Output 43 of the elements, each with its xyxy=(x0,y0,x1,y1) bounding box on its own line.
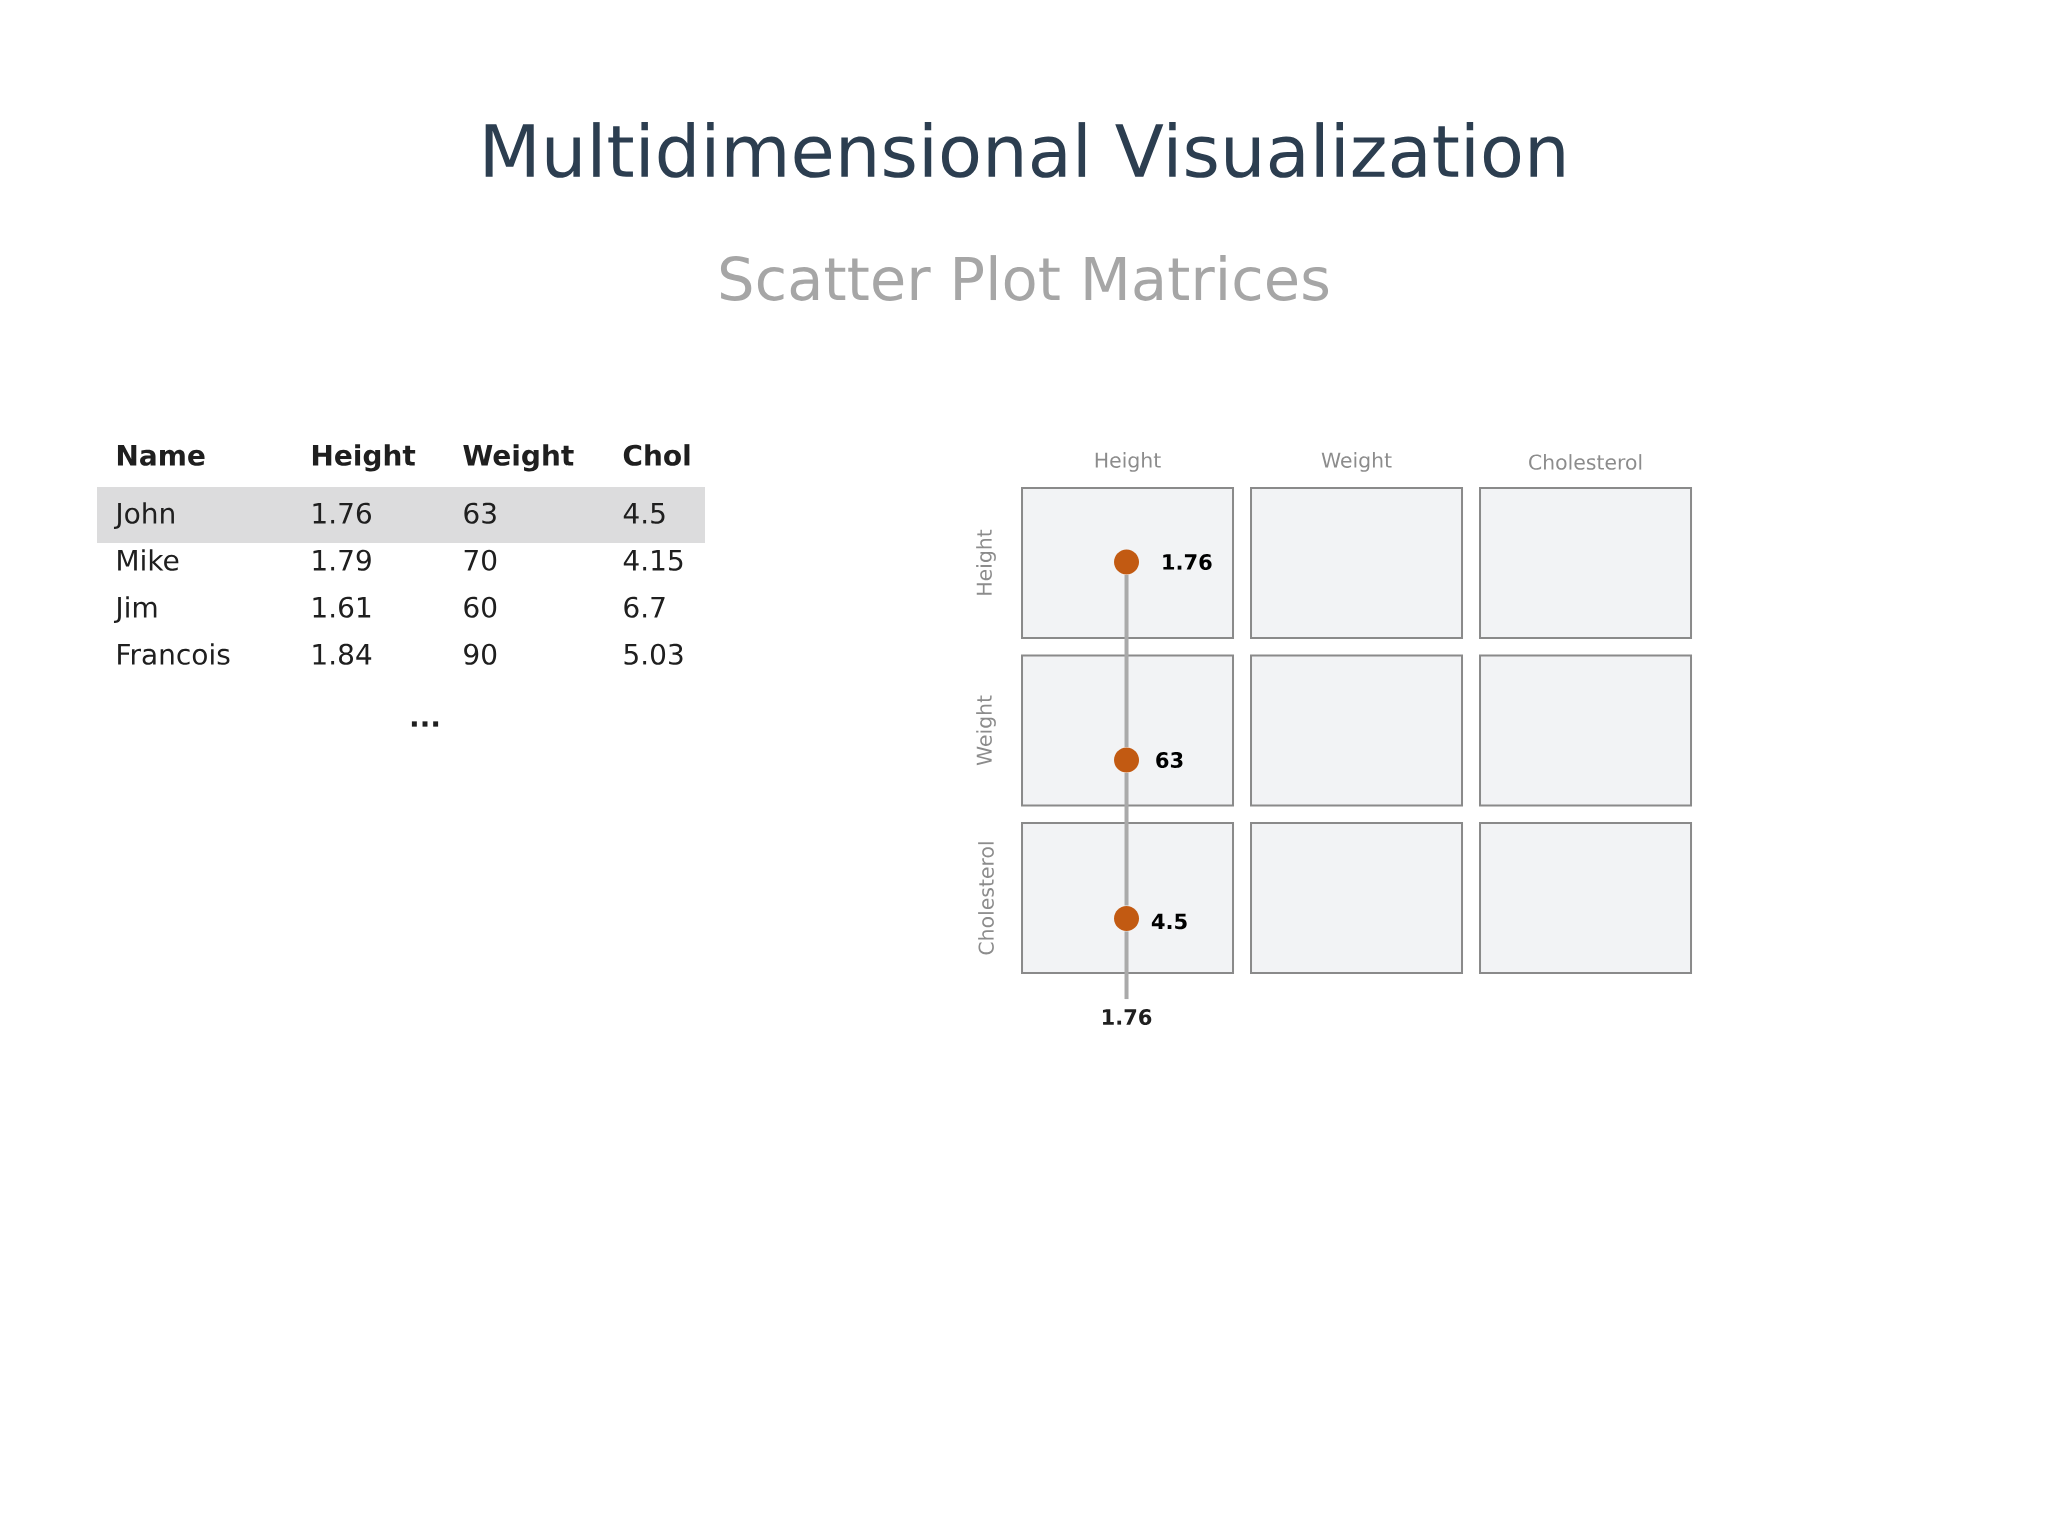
table-cell: 1.84 xyxy=(313,643,372,665)
table-cell: Francois xyxy=(118,643,230,665)
table-cell: Mike xyxy=(118,549,179,571)
table-cell: 6.7 xyxy=(624,596,665,618)
axis-label: Height xyxy=(1095,452,1161,472)
table-cell: 1.61 xyxy=(313,596,371,618)
plot-cell xyxy=(1479,822,1692,974)
guide-line xyxy=(1124,574,1129,748)
plot-cell xyxy=(1250,487,1463,639)
plot-cell xyxy=(1250,654,1463,807)
table-cell: 70 xyxy=(464,549,497,571)
table-cell: 63 xyxy=(464,502,496,524)
plot-cell xyxy=(1479,487,1692,639)
axis-label: Weight xyxy=(976,695,996,766)
table-cell: 4.15 xyxy=(623,550,683,571)
plot-cell xyxy=(1021,654,1234,807)
guide-line xyxy=(1124,931,1129,1000)
table-cell: 1.76 xyxy=(313,502,371,524)
table-cell: 4.5 xyxy=(623,503,665,524)
table-cell: 90 xyxy=(464,643,497,665)
axis-label: Cholesterol xyxy=(978,842,994,955)
column-header: Weight xyxy=(463,444,574,472)
plot-cell xyxy=(1021,487,1234,639)
table-cell: 1.79 xyxy=(313,549,371,571)
subtitle: Scatter Plot Matrices xyxy=(720,255,1329,301)
ellipsis: ... xyxy=(411,721,439,727)
table-cell: John xyxy=(113,502,174,530)
plot-cell xyxy=(1250,822,1463,974)
column-header: Height xyxy=(312,444,416,472)
table-cell: 60 xyxy=(464,596,497,618)
axis-label: Height xyxy=(976,529,996,595)
value-label: 1.76 xyxy=(1163,554,1212,570)
plot-cell xyxy=(1479,654,1692,807)
title: Multidimensional Visualization xyxy=(485,122,1564,178)
axis-value: 1.76 xyxy=(1103,1009,1152,1025)
table-cell: 5.03 xyxy=(624,643,683,665)
column-header: Name xyxy=(117,445,205,466)
column-header: Chol xyxy=(623,444,690,466)
plot-cell xyxy=(1021,822,1234,974)
value-label: 63 xyxy=(1156,752,1183,768)
value-label: 4.5 xyxy=(1151,913,1187,930)
guide-line xyxy=(1124,772,1129,906)
table-cell: Jim xyxy=(113,596,157,624)
